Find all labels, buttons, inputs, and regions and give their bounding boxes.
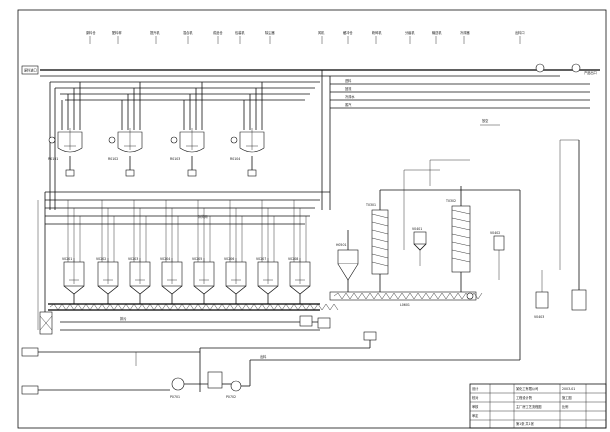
tank-tag: R0101 [48, 157, 58, 161]
stream-label: 进料 [345, 78, 352, 83]
pump-tag: P0702 [226, 395, 236, 399]
vessel-tag: V0401 [412, 227, 422, 231]
right-conveyor: L0601 [329, 291, 483, 307]
pump: P0702 [207, 371, 242, 399]
gauge-icon [230, 136, 238, 144]
bottom-section: P0701 P0702 出料 [21, 331, 521, 399]
design-unit: 工程设计院 [516, 395, 533, 400]
tank: R0104 [230, 82, 265, 177]
pump: P0701 [170, 377, 185, 399]
top-label: 原料仓 [86, 30, 96, 35]
conveyor-tag: L0601 [400, 303, 410, 307]
top-label: 冷却器 [460, 30, 470, 35]
middle-headers [37, 191, 330, 330]
flow-meter-icon [571, 63, 581, 73]
column: T0302 [445, 186, 471, 292]
upper-tanks: R0101 R0102 R0103 [48, 82, 265, 177]
drawing-border [17, 9, 607, 429]
hopper-unit: H0501 [336, 230, 359, 294]
small-vessels: V0401 V0402 V0403 [317, 139, 587, 329]
reactor-tag: V0205 [192, 257, 202, 261]
outlet-label: 产品出口 [584, 70, 597, 75]
reactor-row: V0201 V0202 V0203 V0204 [62, 200, 311, 304]
top-label: 出料口 [515, 30, 525, 35]
title-block-row: 审核 [472, 404, 479, 409]
top-label: 配料秤 [112, 30, 122, 35]
pump-tag: P0701 [170, 395, 180, 399]
flow-meter-icon [535, 63, 545, 73]
design-stage: 施工图 [562, 395, 572, 400]
gauge-icon [48, 136, 56, 144]
column: T0301 [365, 190, 389, 292]
tank: R0102 [108, 82, 143, 177]
tank-tag: R0102 [108, 157, 118, 161]
top-label: 分级机 [405, 30, 415, 35]
pump-icon [171, 377, 185, 391]
tank: R0101 [48, 82, 83, 177]
reactor: V0208 [288, 200, 311, 304]
watermark: 沐风网 [198, 214, 208, 219]
top-label: 风机 [318, 30, 325, 35]
top-label: 提升机 [150, 30, 160, 35]
title-block-row: 审定 [472, 413, 479, 418]
reactor-tag: V0203 [128, 257, 138, 261]
gauge-icon [170, 136, 178, 144]
pump-icon [230, 380, 242, 392]
stream-label: 排污 [120, 316, 127, 321]
motor-icon [466, 292, 474, 300]
columns: T0301 T0302 [365, 169, 521, 340]
column-tag: T0302 [445, 199, 456, 203]
tank: R0103 [170, 82, 205, 177]
reactor-tag: V0204 [160, 257, 170, 261]
top-label: 粉碎机 [372, 30, 382, 35]
reactor: V0201 [62, 200, 85, 304]
vessel-tag: V0403 [534, 315, 544, 319]
tank-tag: R0103 [170, 157, 180, 161]
reactor-tag: V0208 [288, 257, 298, 261]
upper-feed-headers [49, 81, 320, 210]
reactor: V0202 [96, 200, 119, 304]
company-name: 某化工有限公司 [516, 386, 538, 391]
hopper-tag: H0501 [336, 243, 347, 247]
gauge-icon [108, 136, 116, 144]
top-label: 包装机 [235, 30, 245, 35]
vessel-tag: V0402 [490, 231, 500, 235]
top-label: 除尘器 [265, 30, 275, 35]
top-label: 输送机 [432, 30, 442, 35]
scale-label: 比例 [562, 404, 568, 409]
title-block-row: 设计 [472, 386, 479, 391]
top-label: 混合机 [183, 30, 193, 35]
lower-collection-header: 排污 [39, 303, 339, 335]
stream-label: 冷却水 [345, 94, 355, 99]
main-header-pipe: 原料进口 产品出口 进料 回流 冷却水 蒸汽 放空 [21, 63, 600, 210]
inlet-label: 原料进口 [24, 68, 37, 73]
stream-label: 蒸汽 [345, 102, 352, 107]
reactor-tag: V0207 [256, 257, 266, 261]
reactor-tag: V0206 [224, 257, 234, 261]
top-labels: 原料仓 配料秤 提升机 混合机 成品仓 包装机 除尘器 风机 缓冲仓 粉碎机 分… [86, 30, 525, 44]
drawing-number: 2003-01 [562, 387, 575, 391]
reactor-tag: V0201 [62, 257, 72, 261]
small-vessel: V0401 [412, 227, 427, 266]
reactor: V0204 [160, 200, 183, 304]
reactor: V0203 [128, 200, 151, 304]
top-label: 成品仓 [213, 30, 223, 35]
reactor: V0206 [224, 200, 247, 304]
small-vessel: V0402 [490, 231, 505, 280]
column-tag: T0301 [365, 203, 376, 207]
top-label: 缓冲仓 [343, 30, 353, 35]
sheet-number: 第1张 共1张 [516, 421, 535, 426]
title-block: 设计 校对 审核 审定 某化工有限公司 工程设计院 主厂房工艺流程图 2003-… [469, 383, 607, 429]
small-vessel: V0403 [534, 139, 587, 319]
title-block-row: 校对 [472, 395, 479, 400]
reactor: V0207 [256, 200, 279, 304]
tank-tag: R0104 [230, 157, 240, 161]
reactor: V0205 [192, 200, 215, 304]
stream-label: 放空 [482, 118, 488, 123]
stream-label: 回流 [345, 86, 352, 91]
reactor-tag: V0202 [96, 257, 106, 261]
drawing-title: 主厂房工艺流程图 [516, 404, 542, 409]
stream-label: 出料 [260, 354, 267, 359]
